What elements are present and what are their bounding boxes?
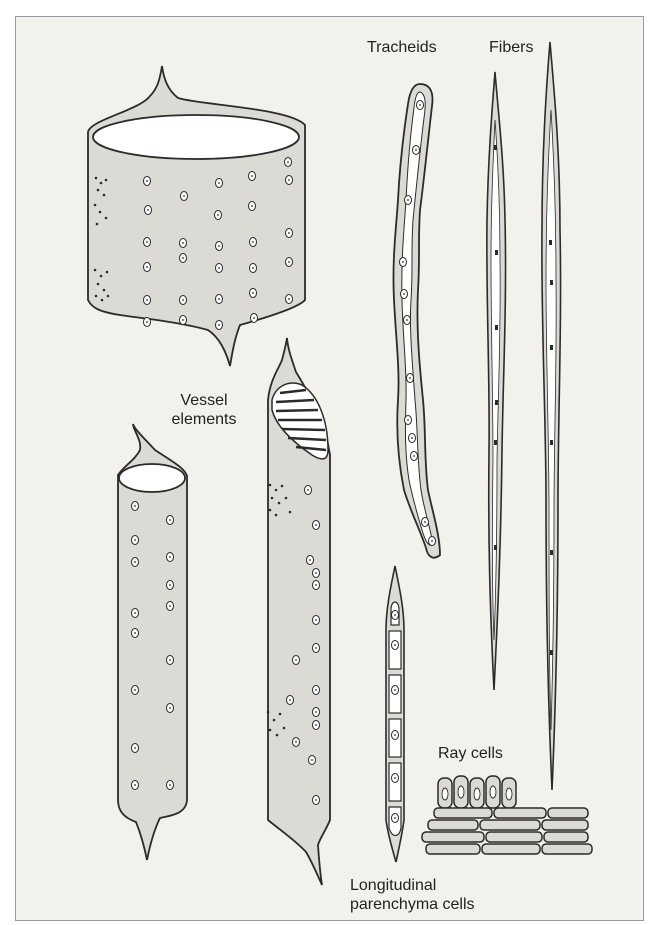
fiber-2 [542, 42, 561, 790]
vessel-element-narrow [118, 424, 187, 860]
ray-cells-procumbent [422, 808, 592, 854]
label-fibers: Fibers [489, 38, 533, 57]
vessel-element-large [88, 66, 305, 366]
vessel-large-opening [93, 115, 299, 159]
fiber-1 [487, 72, 506, 690]
vessel-element-scalariform [267, 338, 330, 885]
label-parenchyma-line1: Longitudinal [350, 876, 475, 895]
ray-cells [422, 776, 592, 854]
label-vessel-elements: Vessel elements [164, 391, 244, 429]
parenchyma-strand [386, 566, 404, 862]
label-parenchyma-line2: parenchyma cells [350, 895, 475, 914]
label-parenchyma: Longitudinal parenchyma cells [350, 876, 475, 914]
tracheid [393, 84, 440, 558]
label-tracheids: Tracheids [367, 38, 437, 57]
label-ray-cells: Ray cells [438, 744, 503, 763]
label-vessel-line2: elements [164, 410, 244, 429]
vessel-narrow-opening [119, 464, 185, 492]
parenchyma-cells [389, 602, 401, 836]
label-vessel-line1: Vessel [164, 391, 244, 410]
